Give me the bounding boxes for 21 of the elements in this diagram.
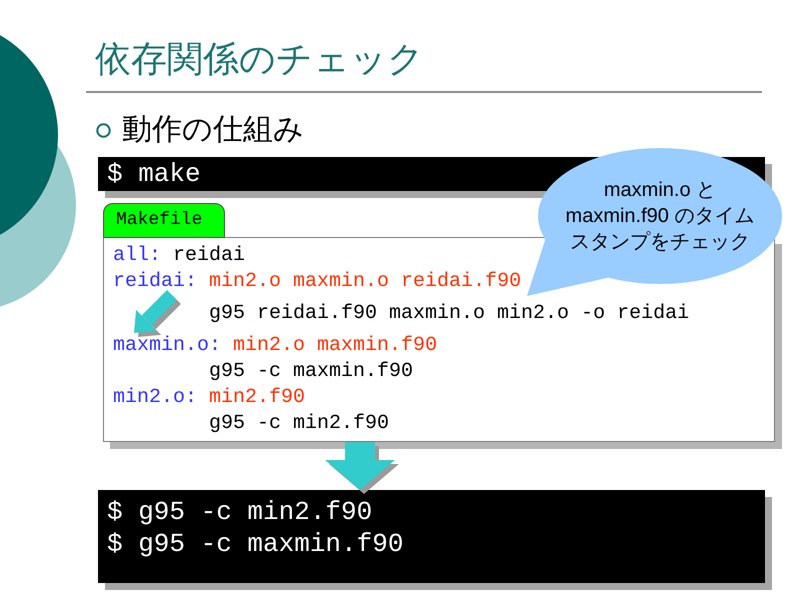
make-target: reidai: [113,269,198,295]
terminal-output [98,490,765,583]
slide-title: 依存関係のチェック [95,37,424,81]
output-line: $ g95 -c min2.f90 [107,496,372,528]
prerequisites: min2.o maxmin.o reidai.f90 [209,269,522,295]
make-target: all: [113,243,162,269]
make-target: min2.o: [113,385,198,411]
prerequisites: min2.f90 [209,385,306,411]
code-line: g95 reidai.f90 maxmin.o min2.o -o reidai [209,301,690,327]
prerequisites: min2.o maxmin.f90 [233,333,438,359]
command-text: $ make [107,158,201,191]
make-target: maxmin.o: [113,333,222,359]
bullet-heading: 動作の仕組み [122,112,304,148]
callout-text: maxmin.o と maxmin.f90 のタイムスタンプをチェック [564,178,756,255]
block-arrow [134,290,177,333]
prerequisites: reidai [173,243,246,269]
output-line: $ g95 -c maxmin.f90 [107,528,404,560]
block-arrow [325,442,395,490]
file-tab: Makefile [103,203,225,238]
code-line: g95 -c min2.f90 [209,411,390,437]
code-line: g95 -c maxmin.f90 [209,359,414,385]
